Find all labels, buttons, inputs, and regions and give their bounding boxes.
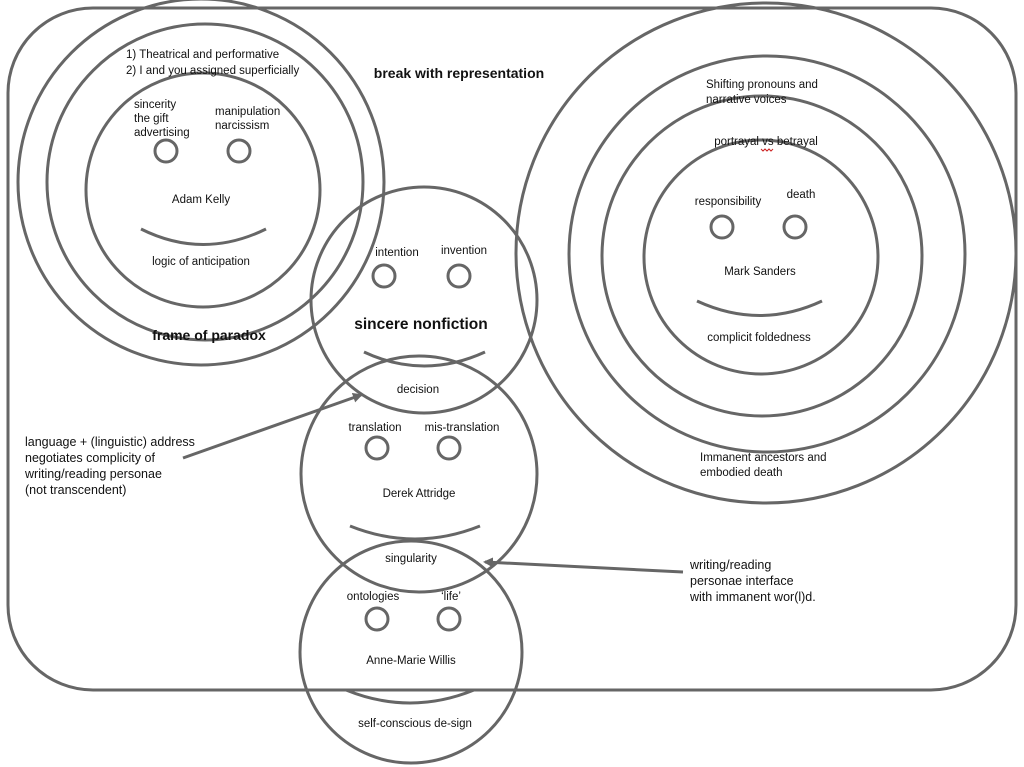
adam-mouth-label: logic of anticipation	[152, 256, 250, 268]
adam-kelly-group: 1) Theatrical and performative 2) I and …	[16, 0, 386, 367]
adam-outer-ring	[16, 0, 386, 367]
adam-name: Adam Kelly	[172, 194, 230, 206]
sincere-nonfiction-group: intention invention sincere nonfiction	[309, 185, 539, 415]
derek-right-eye	[436, 435, 462, 461]
adam-left-eye	[153, 138, 179, 164]
left-note-line-4: (not transcendent)	[25, 483, 126, 497]
representation-frame	[6, 6, 1018, 692]
left-note-line-2: negotiates complicity of	[25, 451, 155, 465]
derek-left-eye	[364, 435, 390, 461]
anne-left-eye-label: ontologies	[347, 591, 400, 603]
right-note-line-2: personae interface	[690, 574, 794, 588]
adam-right-eye-label-1: manipulation	[215, 106, 280, 118]
mark-mouth	[696, 299, 823, 317]
mark-name: Mark Sanders	[724, 266, 796, 278]
adam-right-eye	[226, 138, 252, 164]
sincere-name: sincere nonfiction	[354, 316, 488, 333]
derek-left-eye-label: translation	[348, 422, 401, 434]
left-note-line-1: language + (linguistic) address	[25, 435, 195, 449]
adam-right-eye-label-2: narcissism	[215, 120, 269, 132]
adam-middle-ring	[45, 22, 365, 342]
mark-face	[642, 138, 880, 376]
sincere-mouth-label: decision	[397, 384, 439, 396]
mark-ring-label-1: Shifting pronouns and	[706, 79, 818, 91]
derek-attridge-group: decision translation mis-translation Der…	[299, 354, 539, 594]
anne-right-eye	[436, 606, 462, 632]
mark-outer-label-1: Immanent ancestors and	[700, 452, 827, 464]
left-note-line-3: writing/reading personae	[24, 467, 162, 481]
mark-outer-label-2: embodied death	[700, 467, 782, 479]
anne-name: Anne-Marie Willis	[366, 655, 456, 667]
derek-face	[299, 354, 539, 594]
sincere-mouth	[363, 350, 486, 368]
sincere-left-eye	[371, 263, 397, 289]
anne-mouth-label: self-conscious de-sign	[358, 718, 472, 730]
mark-right-eye-label: death	[787, 189, 816, 201]
sincere-right-eye	[446, 263, 472, 289]
mark-sanders-group: Shifting pronouns and narrative voices p…	[514, 1, 1018, 505]
sincere-right-eye-label: invention	[441, 245, 487, 257]
derek-name: Derek Attridge	[383, 488, 456, 500]
derek-right-eye-label: mis-translation	[425, 422, 500, 434]
anne-left-eye	[364, 606, 390, 632]
adam-left-eye-label-2: the gift	[134, 113, 169, 125]
adam-mouth	[140, 227, 267, 246]
anne-face	[298, 539, 524, 765]
mark-mouth-label: complicit foldedness	[707, 332, 811, 344]
derek-mouth-label: singularity	[385, 553, 437, 565]
sincere-left-eye-label: intention	[375, 247, 418, 259]
adam-ring-label-2: 2) I and you assigned superficially	[126, 65, 299, 77]
adam-left-eye-label-3: advertising	[134, 127, 190, 139]
adam-left-eye-label-1: sincerity	[134, 99, 176, 111]
title-break-with-representation: break with representation	[374, 65, 544, 81]
right-note-line-3: with immanent wor(l)d.	[689, 590, 816, 604]
mark-ring-label-2: narrative voices	[706, 94, 787, 106]
mark-left-eye-label: responsibility	[695, 196, 762, 208]
anne-mouth	[345, 688, 475, 705]
right-arrow	[483, 557, 684, 574]
spellcheck-squiggle	[760, 148, 774, 152]
adam-ring-label-1: 1) Theatrical and performative	[126, 49, 279, 61]
mark-left-eye	[709, 214, 735, 240]
mark-ring-3	[600, 94, 924, 418]
sincere-face	[309, 185, 539, 415]
mark-ring-2	[567, 54, 967, 454]
right-note-line-1: writing/reading	[689, 558, 771, 572]
adam-face	[84, 71, 322, 309]
anne-right-eye-label: ‘life’	[441, 591, 461, 603]
frame-of-paradox-label: frame of paradox	[152, 327, 266, 343]
mark-ring-label-portrayal: portrayal vs betrayal	[714, 136, 818, 148]
left-arrow	[182, 392, 363, 460]
anne-marie-willis-group: singularity ontologies ‘life’ Anne-Marie…	[298, 539, 524, 765]
mark-outer-ring	[514, 1, 1018, 505]
derek-mouth	[349, 524, 481, 541]
mark-right-eye	[782, 214, 808, 240]
